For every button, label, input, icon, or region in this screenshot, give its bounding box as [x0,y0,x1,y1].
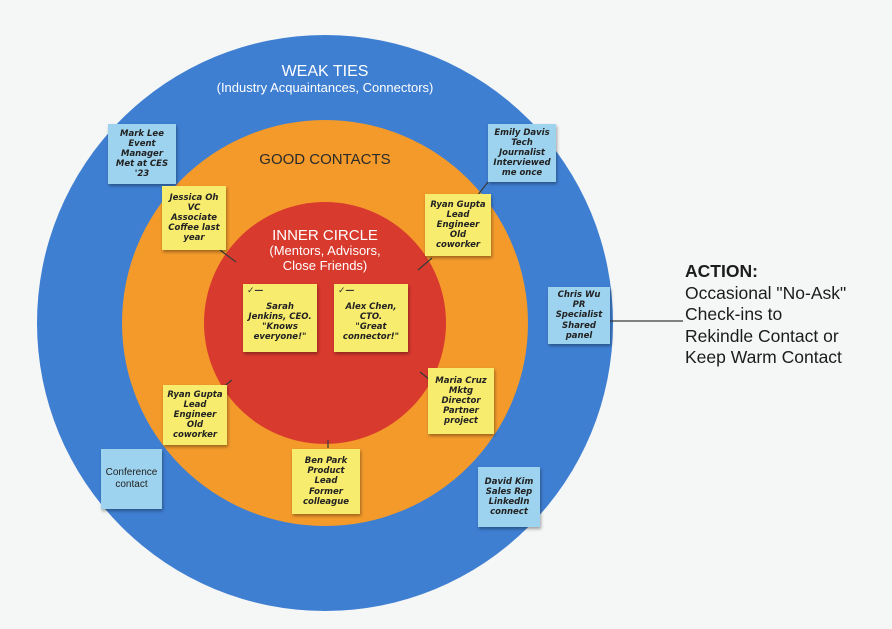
note-line: Jenkins, CEO. [248,311,312,322]
action-line: Keep Warm Contact [685,347,842,368]
note-line: Product Lead [307,466,345,487]
note-line: VC Associate [170,202,218,223]
scribble-mark: ✓— [338,286,355,296]
note-line: me once [501,168,543,179]
note-line: '23 [134,169,150,180]
note-line: project [444,416,478,427]
action-line: Occasional "No-Ask" [685,282,847,303]
note-line: Met at CES [115,159,169,169]
note-line: Sales Rep [485,486,533,497]
good-contacts-label: GOOD CONTACTS [259,151,391,168]
note-line: Former [309,486,343,497]
note-emily-davis[interactable]: Emily Davis Tech Journalist Interviewed … [488,124,556,182]
note-line: year [183,233,205,244]
note-line: Event Manager [120,138,164,159]
note-line: Shared panel [562,320,596,341]
note-line: Ryan Gupta [167,389,223,400]
note-line: Coffee last [168,223,220,233]
note-line: connect [490,507,528,518]
scribble-mark: ✓— [247,286,264,296]
action-line: Rekindle Contact or [685,325,839,346]
note-line: Ben Park [304,456,348,467]
note-conference-contact[interactable]: Conference contact [101,449,162,509]
note-line: everyone!" [253,332,307,343]
note-chris-wu[interactable]: Chris Wu PR Specialist Shared panel [548,287,610,344]
weak-ties-label: WEAK TIES [281,63,369,80]
note-line: Sarah [266,301,294,312]
inner-circle-subtitle: (Mentors, Advisors, Close Friends) [269,243,381,274]
note-line: "Great [355,322,387,332]
note-line: "Knows [262,322,298,332]
note-ryan-gupta-top[interactable]: Ryan Gupta Lead Engineer Old coworker [425,194,491,256]
note-sarah-jenkins[interactable]: ✓— Sarah Jenkins, CEO. "Knows everyone!" [243,284,317,352]
note-line: Ryan Gupta [430,199,486,210]
note-ryan-gupta-bottom[interactable]: Ryan Gupta Lead Engineer Old coworker [163,385,227,445]
note-line: CTO. [359,311,383,322]
action-callout: ACTION: Occasional "No-Ask" Check-ins to… [685,261,885,369]
note-line: Mktg Director [441,385,481,406]
inner-circle-title: INNER CIRCLE (Mentors, Advisors, Close F… [235,227,415,274]
inner-circle-ring [204,202,446,444]
note-mark-lee[interactable]: Mark Lee Event Manager Met at CES '23 [108,124,176,184]
note-david-kim[interactable]: David Kim Sales Rep LinkedIn connect [478,467,540,527]
note-maria-cruz[interactable]: Maria Cruz Mktg Director Partner project [428,368,494,434]
note-line: Lead Engineer [173,399,217,420]
weak-ties-subtitle: (Industry Acquaintances, Connectors) [216,80,434,96]
note-line: David Kim [484,476,534,487]
inner-circle-label: INNER CIRCLE [272,227,378,244]
note-line: Chris Wu [557,290,601,301]
note-line: Mark Lee [120,128,164,139]
note-line: PR Specialist [555,300,603,321]
note-line: Emily Davis [494,127,550,138]
note-line: connector!" [342,332,400,343]
note-ben-park[interactable]: Ben Park Product Lead Former colleague [292,449,360,514]
note-line: Conference [105,467,158,479]
weak-ties-title: WEAK TIES (Industry Acquaintances, Conne… [175,63,475,96]
note-line: Alex Chen, [345,301,397,312]
note-line: Jessica Oh [169,192,219,203]
note-line: Interviewed [493,158,551,168]
note-jessica-oh[interactable]: Jessica Oh VC Associate Coffee last year [162,186,226,250]
action-heading: ACTION: [685,261,758,281]
note-line: contact [115,479,148,490]
note-line: Old coworker [172,420,218,441]
note-line: Lead Engineer [436,209,480,230]
note-line: Old coworker [435,230,481,251]
note-line: colleague [302,496,350,507]
note-line: LinkedIn [488,497,530,507]
note-alex-chen[interactable]: ✓— Alex Chen, CTO. "Great connector!" [334,284,408,352]
note-line: Tech Journalist [499,137,545,158]
good-contacts-title: GOOD CONTACTS [225,151,425,168]
action-line: Check-ins to [685,304,783,325]
note-line: Partner [443,406,479,416]
note-line: Maria Cruz [435,375,487,386]
